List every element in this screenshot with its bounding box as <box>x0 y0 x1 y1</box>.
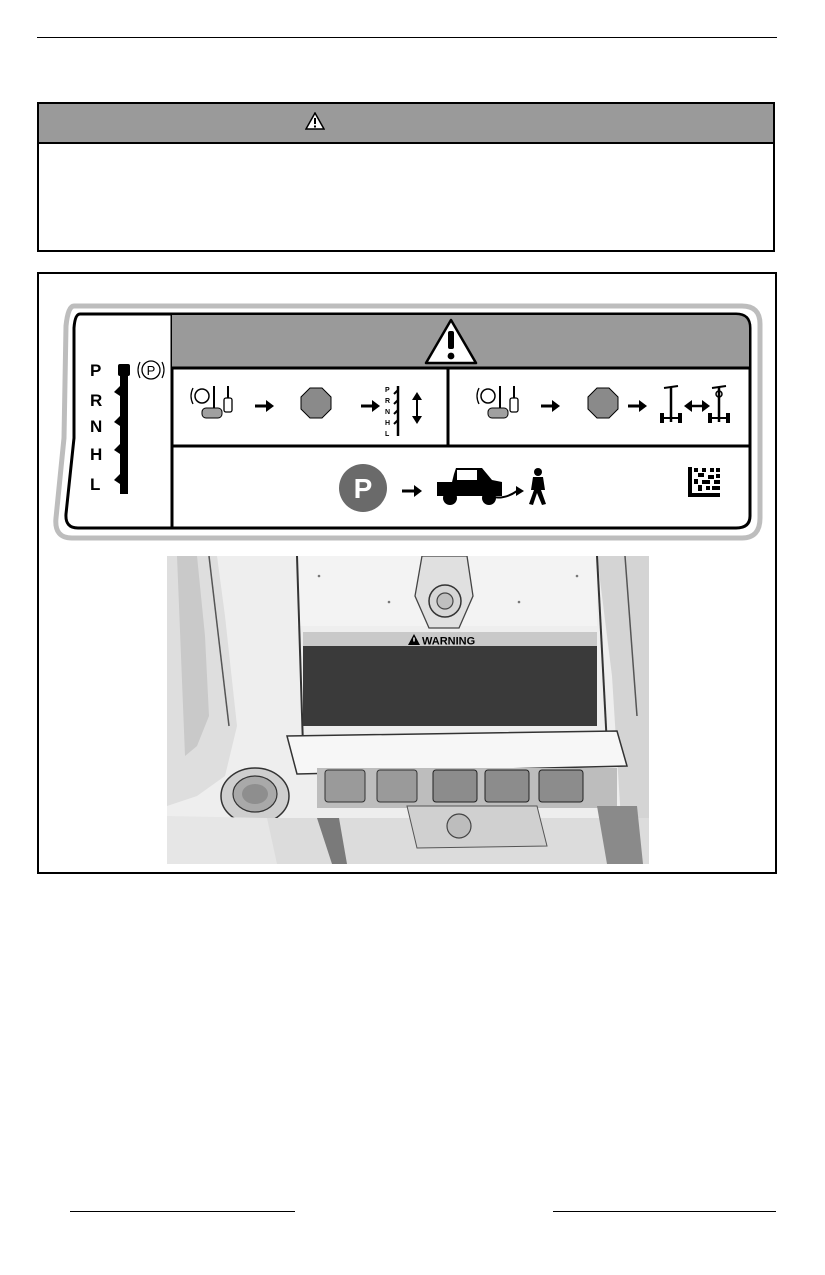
park-badge-icon <box>339 464 387 512</box>
arrow-icon <box>361 400 380 412</box>
decal-warning-icon <box>424 318 478 365</box>
small-shifter-icon: P R N H L <box>385 386 422 438</box>
arrow-icon <box>255 400 274 412</box>
warning-decal: P P R N H L P R N H L <box>53 303 763 541</box>
figure-box: P P R N H L P R N H L <box>37 272 777 874</box>
gear-label-l: L <box>90 475 100 494</box>
svg-text:P: P <box>385 387 390 394</box>
photo-warning-label: WARNING <box>422 636 475 648</box>
park-badge-label: P <box>354 473 373 504</box>
top-rule <box>37 37 777 38</box>
warning-box <box>37 102 775 252</box>
stop-icon <box>300 387 332 419</box>
svg-text:N: N <box>385 409 390 416</box>
warning-header <box>39 104 773 144</box>
gear-label-r: R <box>90 391 102 410</box>
datamatrix-code-icon <box>688 467 720 497</box>
warning-triangle-icon <box>305 112 325 130</box>
footer-rule-right <box>553 1211 776 1212</box>
svg-text:H: H <box>385 420 390 427</box>
footer-rule-left <box>70 1211 295 1212</box>
brake-pedal-icon <box>190 386 233 419</box>
svg-text:R: R <box>385 398 390 405</box>
park-brake-symbol-label: P <box>147 363 156 378</box>
gear-selector-graphic: P <box>114 360 165 494</box>
gear-label-n: N <box>90 417 102 436</box>
dashboard-photo: WARNING <box>167 556 649 864</box>
arrow-icon <box>402 485 422 497</box>
stop-icon <box>587 387 619 419</box>
gear-label-p: P <box>90 361 101 380</box>
brake-pedal-icon <box>476 386 519 419</box>
utility-vehicle-icon <box>437 468 524 505</box>
arrow-icon <box>628 400 647 412</box>
svg-text:L: L <box>385 431 390 438</box>
person-walking-icon <box>529 468 546 505</box>
gear-label-h: H <box>90 445 102 464</box>
drive-mode-icon <box>660 385 730 423</box>
arrow-icon <box>541 400 560 412</box>
